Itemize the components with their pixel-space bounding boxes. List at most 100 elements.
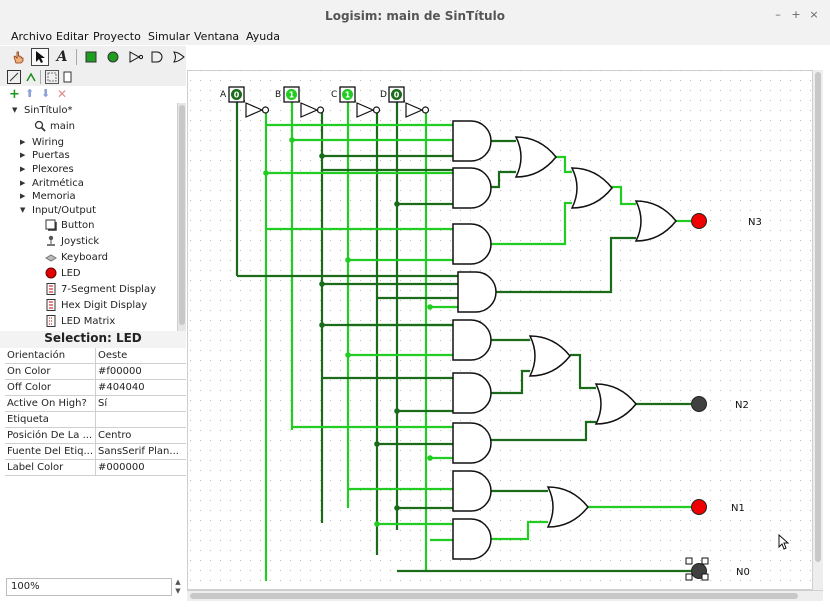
attribute-row[interactable]: On Color#f00000 xyxy=(5,364,186,380)
canvas-hscroll-thumb[interactable] xyxy=(190,593,798,599)
tree-folder-puertas[interactable]: ▶ Puertas xyxy=(20,148,70,162)
menu-ventana[interactable]: Ventana xyxy=(194,30,240,43)
or-gate xyxy=(570,167,613,209)
attribute-row[interactable]: Active On High?Sí xyxy=(5,396,186,412)
tree-item-button[interactable]: Button xyxy=(45,218,95,232)
attribute-divider xyxy=(95,460,96,476)
attribute-row[interactable]: Fuente Del Etiq...SansSerif Plan... xyxy=(5,444,186,460)
edit-layout-icon[interactable] xyxy=(45,70,59,84)
tree-scrollbar[interactable] xyxy=(177,103,186,331)
menu-simular[interactable]: Simular xyxy=(148,30,191,43)
attribute-value[interactable]: #000000 xyxy=(98,462,145,473)
add-circuit-icon[interactable]: + xyxy=(9,87,20,102)
not-gate-icon[interactable] xyxy=(127,48,145,66)
toolbox-view-icon[interactable] xyxy=(7,70,21,84)
menu-proyecto[interactable]: Proyecto xyxy=(93,30,141,43)
menu-archivo[interactable]: Archivo xyxy=(11,30,53,43)
tree-folder-input-output[interactable]: ▼ Input/Output xyxy=(20,203,96,217)
not-gate xyxy=(356,102,375,118)
edit-appearance-icon[interactable] xyxy=(61,70,75,84)
canvas-horizontal-scrollbar[interactable] xyxy=(187,590,823,601)
move-up-icon[interactable]: ⬆ xyxy=(25,87,35,100)
attribute-row[interactable]: Label Color#000000 xyxy=(5,460,186,476)
wire xyxy=(491,520,548,541)
maximize-button[interactable]: + xyxy=(791,8,801,21)
input-pin-state-icon xyxy=(391,89,402,100)
wire xyxy=(491,369,530,395)
expanded-triangle-icon[interactable]: ▼ xyxy=(20,206,26,214)
menu-ayuda[interactable]: Ayuda xyxy=(246,30,280,43)
folder-label: Plexores xyxy=(32,163,74,175)
collapsed-triangle-icon[interactable]: ▶ xyxy=(20,151,26,159)
attribute-value[interactable]: #f00000 xyxy=(98,366,142,377)
item-label: LED Matrix xyxy=(61,315,116,327)
input-label-d: D xyxy=(380,90,387,100)
tree-circuit-main[interactable]: main xyxy=(34,119,75,133)
tree-item-hex-digit[interactable]: Hex Digit Display xyxy=(45,298,147,312)
attribute-value[interactable]: SansSerif Plan... xyxy=(98,446,179,457)
item-label: Joystick xyxy=(61,235,100,247)
tree-folder-wiring[interactable]: ▶ Wiring xyxy=(20,135,64,149)
zoom-field[interactable]: 100% xyxy=(6,578,172,596)
delete-icon[interactable]: ✕ xyxy=(57,87,68,101)
and-gate-icon[interactable] xyxy=(148,48,166,66)
attribute-row[interactable]: Etiqueta xyxy=(5,412,186,428)
not-gate-bubble xyxy=(372,106,381,114)
or-gate xyxy=(514,136,557,178)
tree-folder-memoria[interactable]: ▶ Memoria xyxy=(20,189,76,203)
collapsed-triangle-icon[interactable]: ▶ xyxy=(20,165,26,173)
attribute-value[interactable]: Centro xyxy=(98,430,132,441)
tree-folder-aritmetica[interactable]: ▶ Aritmética xyxy=(20,176,84,190)
simulation-tree-icon[interactable] xyxy=(24,70,38,84)
canvas-vscroll-thumb[interactable] xyxy=(815,72,821,562)
tree-scroll-thumb[interactable] xyxy=(179,105,185,325)
move-down-icon[interactable]: ⬇ xyxy=(41,87,51,100)
select-arrow-icon[interactable] xyxy=(31,48,49,66)
canvas-vertical-scrollbar[interactable] xyxy=(812,70,823,590)
hand-poke-icon[interactable] xyxy=(9,48,27,66)
not-gate xyxy=(405,102,424,118)
tree-item-7segment[interactable]: 7-Segment Display xyxy=(45,282,156,296)
output-label-n3: N3 xyxy=(748,217,762,228)
input-pin-state-icon xyxy=(286,89,297,100)
input-pin-state-icon xyxy=(342,89,353,100)
expanded-triangle-icon[interactable]: ▼ xyxy=(12,106,18,114)
collapsed-triangle-icon[interactable]: ▶ xyxy=(20,179,26,187)
attribute-row[interactable]: Posición De La ...Centro xyxy=(5,428,186,444)
wire-junction xyxy=(394,505,400,511)
tree-project[interactable]: ▼ SinTítulo* xyxy=(12,103,73,117)
input-pin-value: 1 xyxy=(289,91,295,100)
tree-folder-plexores[interactable]: ▶ Plexores xyxy=(20,162,74,176)
menu-editar[interactable]: Editar xyxy=(56,30,89,43)
wire xyxy=(491,201,572,246)
tree-item-led[interactable]: LED xyxy=(45,266,81,280)
attribute-value[interactable]: Oeste xyxy=(98,350,128,361)
wire-junction xyxy=(374,521,380,527)
input-pin-icon[interactable] xyxy=(82,48,100,66)
wire-junction xyxy=(345,257,351,263)
or-gate-icon[interactable] xyxy=(170,48,188,66)
minimize-button[interactable]: – xyxy=(775,8,781,21)
not-gate-bubble xyxy=(261,106,270,114)
close-button[interactable]: × xyxy=(809,8,819,21)
input-pin-value: 0 xyxy=(234,91,240,100)
tree-item-keyboard[interactable]: Keyboard xyxy=(45,250,108,264)
attribute-value[interactable]: Sí xyxy=(98,398,108,409)
attribute-row[interactable]: Off Color#404040 xyxy=(5,380,186,396)
output-pin-icon[interactable] xyxy=(104,48,122,66)
wire-junction xyxy=(319,153,325,159)
tree-item-led-matrix[interactable]: LED Matrix xyxy=(45,314,115,328)
collapsed-triangle-icon[interactable]: ▶ xyxy=(20,138,26,146)
input-label-a: A xyxy=(220,90,227,100)
selection-handle xyxy=(685,573,693,581)
output-led-n1 xyxy=(691,499,707,515)
attribute-value[interactable]: #404040 xyxy=(98,382,145,393)
project-actions-bar: + ⬆ ⬇ ✕ xyxy=(0,87,186,103)
collapsed-triangle-icon[interactable]: ▶ xyxy=(20,192,26,200)
tree-item-joystick[interactable]: Joystick xyxy=(45,234,99,248)
wire-junction xyxy=(427,304,433,310)
zoom-spinner[interactable]: ▲▼ xyxy=(175,578,181,595)
text-tool-icon[interactable]: A xyxy=(56,49,68,65)
